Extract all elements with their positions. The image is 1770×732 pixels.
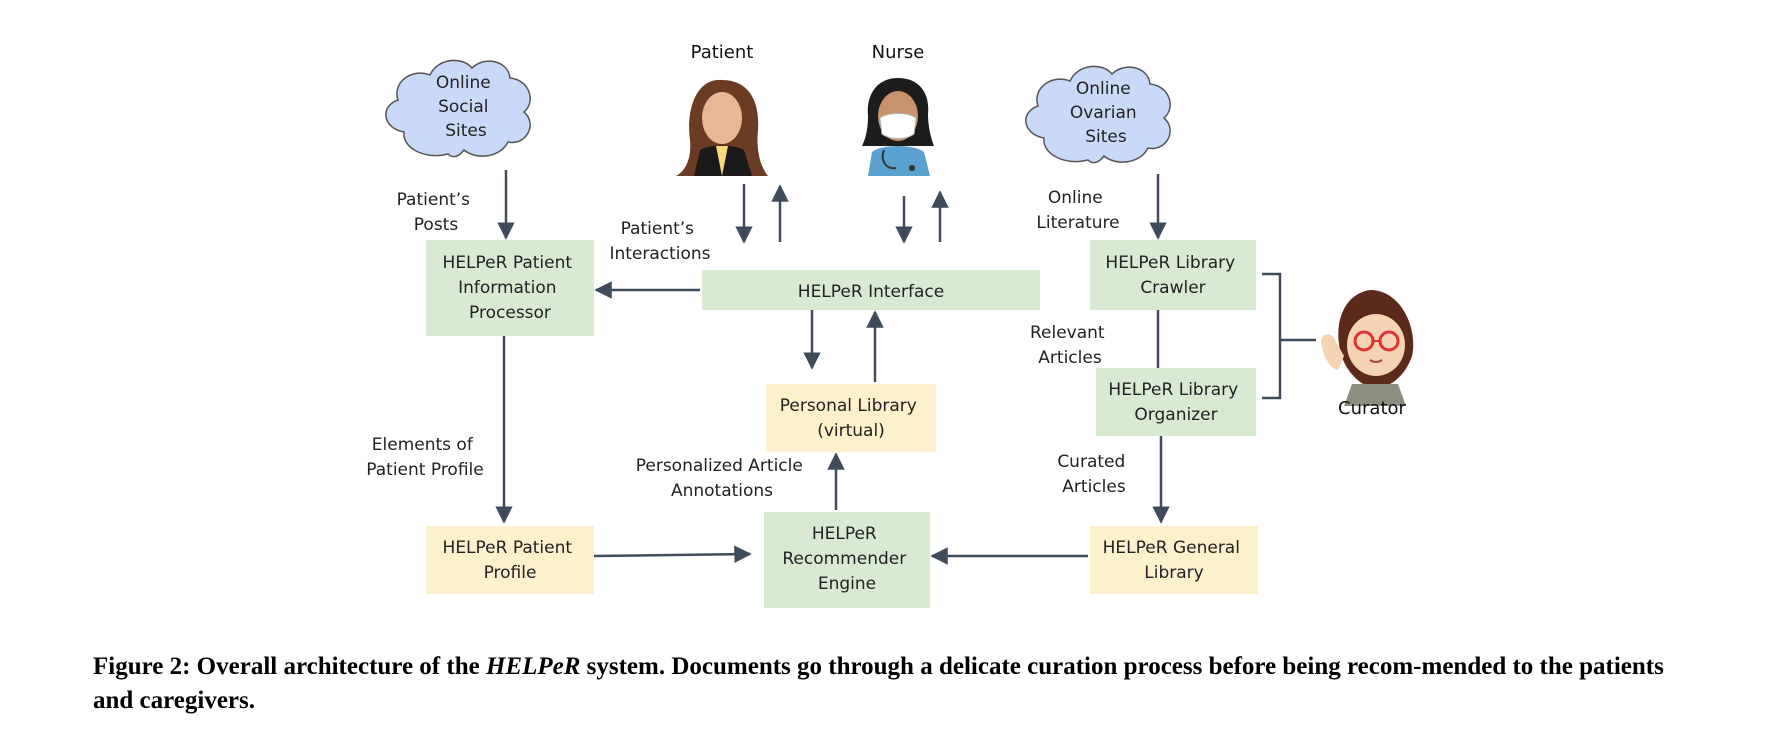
cloud-label-line: Online xyxy=(1076,79,1131,99)
box-label-line: Information xyxy=(458,278,556,298)
box-label-line: Profile xyxy=(484,563,537,583)
svg-text:HELPeR Recommender: HELPeR Recommender Engine xyxy=(782,524,911,594)
svg-text:HELPeR Patient Profile: HELPeR Patient Profile xyxy=(443,538,578,583)
box-label-line: Processor xyxy=(469,303,551,323)
box-label-line: HELPeR xyxy=(812,524,877,544)
svg-text:Personal Library (virtua: Personal Library (virtual) xyxy=(780,396,923,441)
curator-avatar xyxy=(1321,290,1414,406)
cloud-label-line: Sites xyxy=(1085,127,1127,147)
general-library-box: HELPeR General Library xyxy=(1090,526,1258,594)
box-label-line: Recommender xyxy=(782,549,906,569)
patient-info-processor-box: HELPeR Patient Information Processor xyxy=(426,240,594,336)
box-label-line: Library xyxy=(1144,563,1203,583)
arrows xyxy=(495,170,1316,565)
cloud-label-line: Social xyxy=(438,97,488,117)
svg-text:Online Ovarian Sit: Online Ovarian Sites xyxy=(1070,79,1142,147)
svg-text:HELPeR Library Organizer: HELPeR Library Organizer xyxy=(1108,380,1243,425)
patient-avatar xyxy=(676,79,768,176)
box-label-line: Crawler xyxy=(1140,278,1205,298)
patients-posts-label: Patient’s Posts xyxy=(397,190,476,235)
box-label-line: Engine xyxy=(818,574,876,594)
nurse-label: Nurse xyxy=(872,42,925,63)
box-label-line: Personal Library xyxy=(780,396,917,416)
cloud-label-line: Online xyxy=(436,73,491,93)
personal-library-box: Personal Library (virtual) xyxy=(766,384,936,452)
helper-interface-box: HELPeR Interface xyxy=(702,270,1040,310)
svg-text:Online Social Site: Online Social Sites xyxy=(436,73,496,141)
recommender-engine-box: HELPeR Recommender Engine xyxy=(764,512,930,608)
box-label-line: HELPeR Patient xyxy=(443,253,573,273)
curator-label: Curator xyxy=(1338,398,1406,419)
curated-articles-label: Curated Articles xyxy=(1057,452,1130,497)
box-label-line: HELPeR Library xyxy=(1105,253,1235,273)
elements-of-profile-label: Elements of Patient Profile xyxy=(366,435,483,480)
online-literature-label: Online Literature xyxy=(1036,188,1119,233)
caption-prefix: Figure 2: Overall architecture of the xyxy=(93,653,486,680)
relevant-articles-label: Relevant Articles xyxy=(1030,323,1110,368)
online-ovarian-sites-cloud: Online Ovarian Sites xyxy=(1025,65,1171,164)
svg-text:HELPeR Patient Informati: HELPeR Patient Information Processor xyxy=(443,253,578,323)
curator-bracket xyxy=(1262,272,1282,400)
figure-caption: Figure 2: Overall architecture of the HE… xyxy=(93,650,1693,718)
cloud-label-line: Sites xyxy=(445,121,487,141)
caption-suffix: system. Documents go through a delicate … xyxy=(93,653,1664,714)
box-label-line: Organizer xyxy=(1134,405,1217,425)
patient-profile-box: HELPeR Patient Profile xyxy=(426,526,594,594)
cloud-label-line: Ovarian xyxy=(1070,103,1137,123)
svg-text:HELPeR Library Crawler: HELPeR Library Crawler xyxy=(1105,253,1240,298)
box-label-line: HELPeR Library xyxy=(1108,380,1238,400)
box-label-line: HELPeR Patient xyxy=(443,538,573,558)
patients-interactions-label: Patient’s Interactions xyxy=(609,219,710,264)
library-crawler-box: HELPeR Library Crawler xyxy=(1090,240,1256,310)
box-label-line: (virtual) xyxy=(817,421,885,441)
box-label-line: HELPeR General xyxy=(1103,538,1240,558)
library-organizer-box: HELPeR Library Organizer xyxy=(1096,368,1256,436)
personalized-annotations-label: Personalized Article Annotations xyxy=(636,456,809,501)
nurse-avatar xyxy=(862,78,934,176)
patient-label: Patient xyxy=(691,42,754,63)
arrow-profile-to-recommender xyxy=(593,545,752,563)
svg-text:HELPeR General Library: HELPeR General Library xyxy=(1103,538,1246,583)
caption-system-name: HELPeR xyxy=(485,653,581,680)
online-social-sites-cloud: Online Social Sites xyxy=(385,59,531,158)
box-label: HELPeR Interface xyxy=(798,282,944,302)
